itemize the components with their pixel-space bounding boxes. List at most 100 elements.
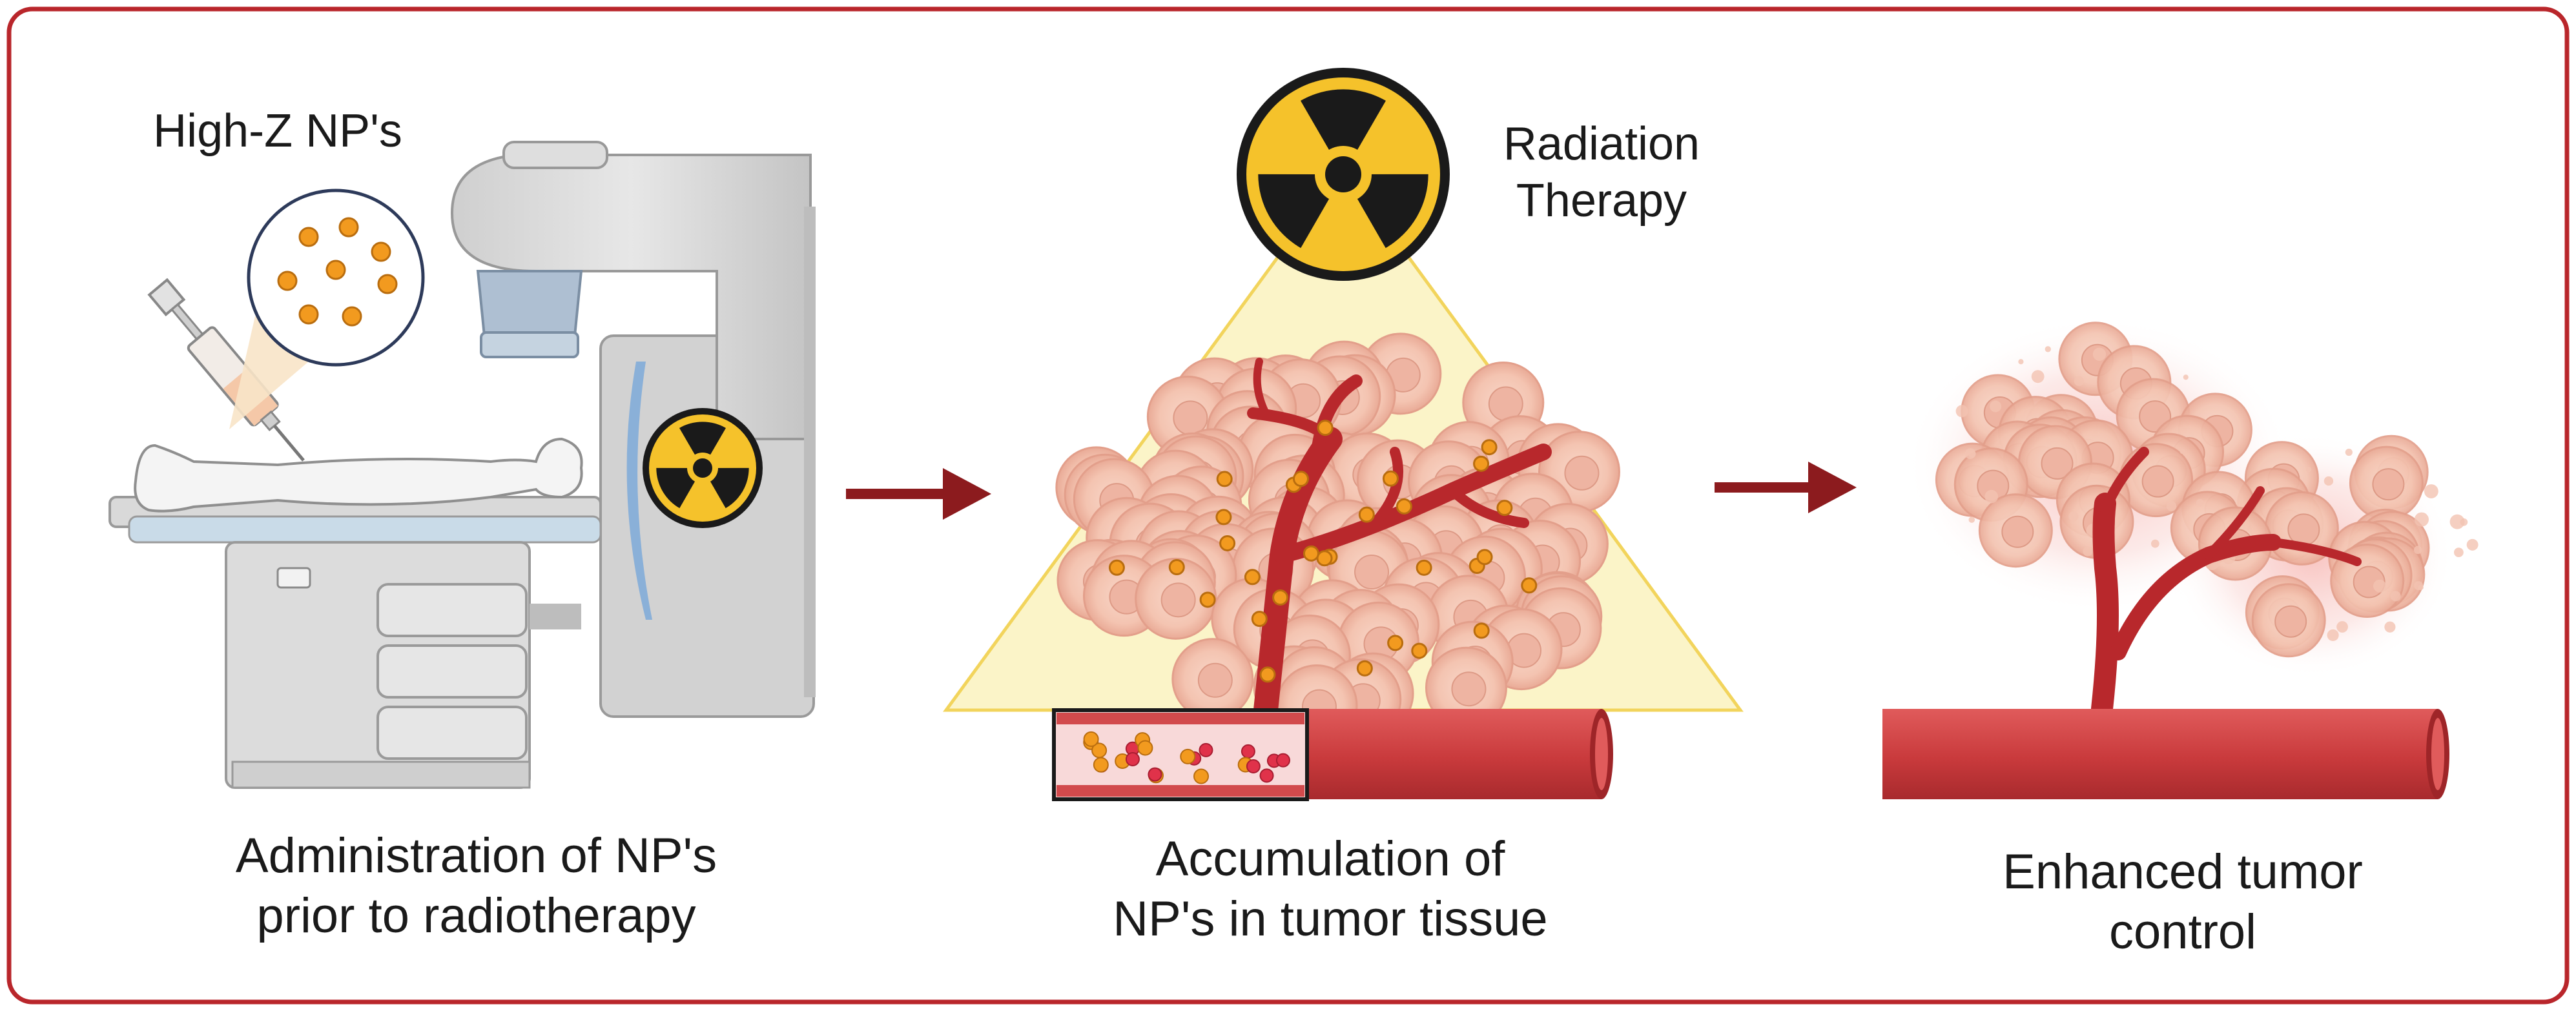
cell-debris xyxy=(2345,448,2353,456)
beam-label: Radiation Therapy xyxy=(1466,116,1737,230)
nanoparticle xyxy=(1387,635,1404,651)
nanoparticle xyxy=(1292,471,1309,487)
nanoparticle xyxy=(1316,550,1333,567)
arrow-right-icon xyxy=(1715,462,1857,513)
nanoparticle xyxy=(1473,622,1490,639)
nanoparticle-inset xyxy=(247,189,425,367)
nanoparticle xyxy=(1193,768,1210,784)
cell-debris xyxy=(2150,539,2159,548)
beam-label-line1: Radiation xyxy=(1503,118,1700,170)
patient-body-icon xyxy=(134,437,583,513)
vessel-cutaway xyxy=(1052,708,1309,801)
cell-debris xyxy=(2018,359,2024,365)
tumor-cell xyxy=(1135,557,1217,640)
cell-debris xyxy=(1984,489,1999,504)
tumor-cell xyxy=(1171,638,1254,720)
damaged-cell xyxy=(2349,445,2424,520)
cell-debris xyxy=(2324,476,2334,486)
damaged-cell xyxy=(2251,583,2326,658)
caption-line2: control xyxy=(2108,904,2257,959)
vessel-tree xyxy=(2091,447,2362,720)
radiation-trefoil-icon xyxy=(643,408,763,528)
nanoparticle xyxy=(1180,748,1196,764)
cell-debris xyxy=(1955,405,1968,418)
nanoparticle xyxy=(1244,569,1261,586)
cell-debris xyxy=(2068,511,2079,522)
nanoparticle xyxy=(1272,589,1289,606)
caption-tumor-control: Enhanced tumor control xyxy=(1892,842,2473,962)
nanoparticle xyxy=(1259,666,1276,683)
nanoparticle xyxy=(1168,558,1185,575)
nanoparticle xyxy=(1219,535,1236,551)
cell-debris xyxy=(2045,346,2051,352)
cell-debris xyxy=(2183,374,2189,380)
cell-debris xyxy=(2449,514,2465,529)
cell-debris xyxy=(2327,629,2339,641)
cell-debris xyxy=(2305,467,2312,473)
cell-debris xyxy=(2074,376,2085,386)
panel-tumor-control xyxy=(1882,316,2478,799)
nanoparticle xyxy=(1382,470,1399,487)
caption-line1: Enhanced tumor xyxy=(2003,844,2363,899)
cell-debris xyxy=(2453,547,2464,558)
beam-label-line2: Therapy xyxy=(1516,174,1687,227)
nanoparticle xyxy=(1356,660,1373,677)
nanoparticle xyxy=(1093,757,1109,773)
inset-label: High-Z NP's xyxy=(153,105,402,157)
cell-debris xyxy=(2460,518,2468,526)
cell-debris xyxy=(2384,621,2396,633)
nanoparticle xyxy=(1473,455,1490,472)
red-blood-cell xyxy=(1199,742,1213,757)
cell-debris xyxy=(2179,448,2185,454)
tumor-nanoparticles xyxy=(1108,420,1538,683)
cell-debris xyxy=(2390,591,2401,602)
nanoparticle xyxy=(1476,549,1493,566)
tumor-cell xyxy=(1425,646,1507,729)
cell-debris xyxy=(1968,516,1975,523)
radiation-trefoil-icon xyxy=(1237,68,1450,281)
caption-line2: prior to radiotherapy xyxy=(256,888,696,943)
nanoparticle xyxy=(1496,500,1513,516)
caption-line1: Administration of NP's xyxy=(235,828,717,883)
nanoparticle xyxy=(1091,742,1108,759)
nanoparticle xyxy=(1083,731,1099,747)
nanoparticle xyxy=(1396,498,1412,515)
nanoparticle xyxy=(1521,577,1538,594)
red-blood-cell xyxy=(1148,767,1162,782)
cell-debris xyxy=(1964,448,1976,460)
nanoparticle xyxy=(1303,545,1319,562)
nanoparticle xyxy=(1199,591,1216,608)
blood-vessel xyxy=(1882,709,2449,799)
cell-debris xyxy=(2418,584,2424,591)
cell-debris xyxy=(2083,546,2093,557)
nanoparticle xyxy=(1317,420,1334,436)
cell-debris xyxy=(2031,370,2045,383)
nanoparticle xyxy=(1358,506,1375,523)
nanoparticle xyxy=(1411,642,1428,659)
cell-debris xyxy=(1990,400,2002,413)
red-blood-cell xyxy=(1259,768,1274,783)
damaged-cell xyxy=(1978,493,2053,568)
arrow-right-icon xyxy=(846,468,991,520)
cell-debris xyxy=(2336,621,2348,633)
nanoparticle xyxy=(1215,509,1232,526)
red-blood-cell xyxy=(1125,751,1140,766)
cell-debris xyxy=(2373,579,2386,593)
cell-debris xyxy=(2092,347,2107,361)
nanoparticle xyxy=(1216,471,1233,487)
nanoparticle xyxy=(1137,740,1153,756)
cell-debris xyxy=(2414,512,2429,527)
treatment-couch xyxy=(108,496,602,789)
cell-debris xyxy=(2466,538,2478,551)
nanoparticle xyxy=(1108,559,1125,576)
red-blood-cell xyxy=(1275,753,1290,768)
nanoparticle xyxy=(1481,439,1498,456)
red-blood-cell xyxy=(1246,759,1261,774)
tumor-vessel-tree xyxy=(1247,358,1552,722)
cell-debris xyxy=(2166,501,2177,511)
caption-administration: Administration of NP's prior to radiothe… xyxy=(129,826,823,946)
caption-line1: Accumulation of xyxy=(1155,832,1505,886)
cell-debris xyxy=(2413,546,2422,555)
nanoparticle xyxy=(1416,559,1432,576)
